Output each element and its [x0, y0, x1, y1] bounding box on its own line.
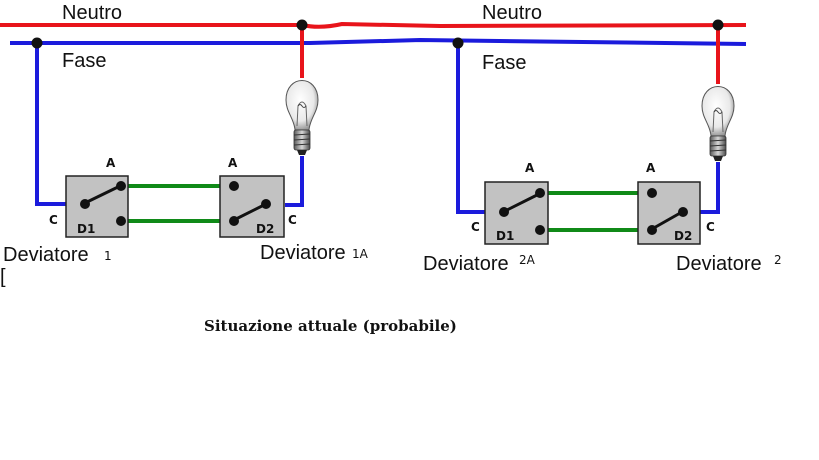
terminal-label-a: A [228, 156, 238, 170]
terminal-label-c: C [471, 220, 480, 234]
switch-id-label: 1A [352, 247, 369, 261]
terminal-label-a: A [106, 156, 116, 170]
switch-deviatore-2: A D2 [637, 161, 701, 245]
terminal-label-d2: D2 [674, 229, 692, 243]
switch-id-label: 2 [774, 253, 782, 267]
switch-deviatore-1a: A D2 [219, 156, 285, 238]
junction-node [712, 19, 724, 31]
switch-contact-icon [651, 210, 683, 231]
junction-node [452, 37, 464, 49]
junction-node [296, 19, 308, 31]
phase-label: Fase [62, 50, 106, 72]
diagram-caption: Situazione attuale (probabile) [204, 317, 457, 335]
terminal-label-d2: D2 [256, 222, 274, 236]
junction-node [31, 37, 43, 49]
terminal-label-d1: D1 [496, 229, 514, 243]
neutral-wire-left [0, 21, 747, 29]
terminal-label-a: A [525, 161, 535, 175]
terminal-label-d1: D1 [77, 222, 95, 236]
switch-id-label: 1 [104, 249, 112, 263]
switch-name-label: Deviatore [260, 242, 346, 264]
neutral-label: Neutro [482, 2, 542, 24]
switch-name-label: Deviatore [423, 253, 509, 275]
return-wire-right [698, 162, 720, 214]
switch-deviatore-2a: A D1 [484, 161, 549, 245]
terminal-label-c: C [706, 220, 715, 234]
return-wire-left [285, 156, 304, 207]
stray-bracket: [ [0, 266, 6, 288]
terminal-label-c: C [288, 213, 297, 227]
phase-feed-left [35, 43, 66, 206]
switch-name-label: Deviatore [676, 253, 762, 275]
switch-contact-icon [84, 184, 121, 205]
phase-wire [10, 37, 747, 46]
terminal-label-a: A [646, 161, 656, 175]
switch-name-label: Deviatore [3, 244, 89, 266]
phase-feed-right [456, 43, 486, 214]
phase-label: Fase [482, 52, 526, 74]
switch-id-label: 2A [519, 253, 536, 267]
light-bulb-icon [285, 80, 319, 156]
switch-contact-icon [504, 192, 540, 213]
terminal-label-c: C [49, 213, 58, 227]
light-bulb-icon [701, 86, 735, 162]
neutral-label: Neutro [62, 2, 122, 24]
switch-contact-icon [233, 202, 267, 222]
switch-deviatore-1: A D1 [65, 156, 129, 238]
